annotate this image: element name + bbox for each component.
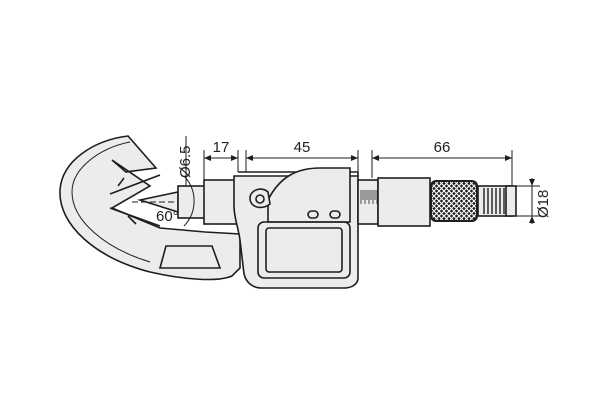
dim-66-arrow-right [505,155,512,161]
lock-lever [249,188,271,209]
thimble [377,177,431,227]
dim-anvil-gap-label: 17 [213,139,230,156]
body-top-cover [267,167,351,223]
dim-45-arrow-right [351,155,358,161]
knurl-line [459,182,476,220]
frame-inner-edge [71,141,151,263]
ratchet-end [505,185,517,217]
dim-body-length-label: 45 [294,139,311,156]
frame-slot [158,245,222,269]
v-mark-bottom [127,215,137,225]
v-groove-upper [109,174,161,195]
dim-angle-label: 60° [156,208,179,225]
v-groove-lower [109,207,161,227]
body-button-left [307,210,319,219]
knurl-line [449,182,476,220]
lock-lever-pin [255,194,265,204]
dim-angle-arc [183,175,195,227]
knurl-line [454,182,476,220]
spindle-sleeve [203,179,239,225]
lcd-screen [265,227,343,273]
knurl-line [464,182,476,220]
knurl-line [444,182,476,220]
barrel-graduations [360,190,378,204]
body-button-right [329,210,341,219]
knurl-line [459,182,476,220]
dim-ratchet-diameter-label: Ø18 [535,190,552,218]
dim-17-arrow-right [231,155,238,161]
dim-spindle-diameter-label: Ø6.5 [177,145,194,178]
dim-thimble-length-label: 66 [434,139,451,156]
dim-45-arrow-left [246,155,253,161]
v-mark-top [117,177,125,187]
dim-17-arrow-left [204,155,211,161]
knurl-pattern [432,182,476,220]
knurl-line [464,182,476,220]
dim-18-arrow-top [529,179,535,186]
dim-66-arrow-left [372,155,379,161]
lcd-frame [257,221,351,279]
dim-18-arrow-bottom [529,216,535,223]
ratchet-knurl [483,188,505,214]
